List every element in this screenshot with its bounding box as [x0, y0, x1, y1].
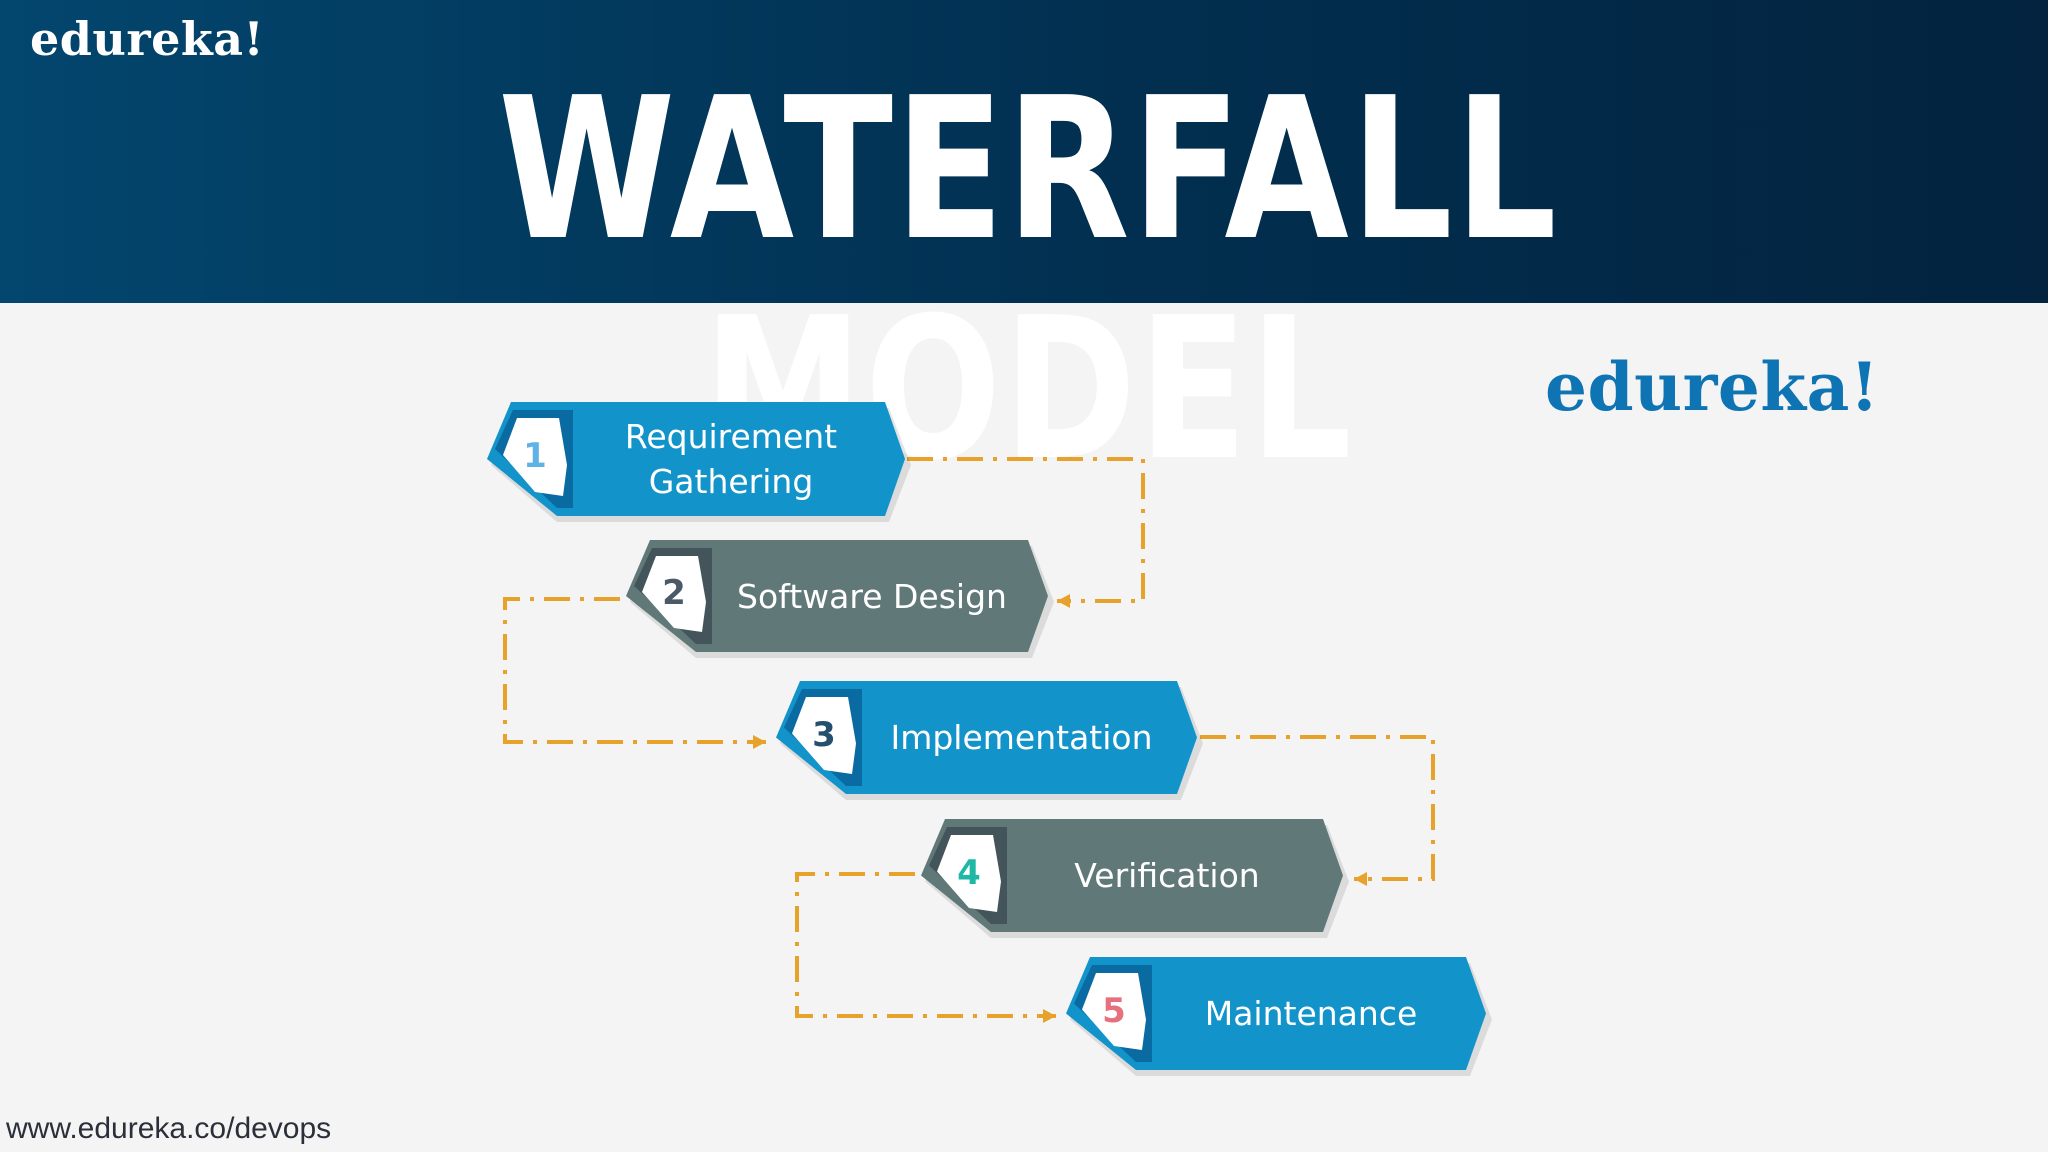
step-2-box	[626, 540, 1048, 652]
step-3-badge	[792, 697, 856, 774]
step-5-label: Maintenance	[1204, 994, 1418, 1033]
connector-3-4-arrowhead	[1354, 872, 1367, 886]
step-5-number: 5	[1102, 990, 1126, 1031]
connector-4-5	[795, 872, 1056, 1018]
connector-2-3	[503, 597, 766, 744]
step-4-label: Verification	[1074, 856, 1260, 895]
brand-logo-header: edureka!	[30, 12, 265, 66]
connector-2-3-arrowhead	[753, 735, 766, 749]
title-banner: edureka! WATERFALL MODEL	[0, 0, 2048, 500]
footer-url: www.edureka.co/devops	[6, 1112, 332, 1145]
step-1-number: 1	[523, 436, 547, 476]
step-5-badge	[1082, 973, 1146, 1050]
step-1-label: Requirement Gathering	[624, 417, 838, 501]
step-5-box	[1066, 957, 1486, 1070]
connector-1-2-arrowhead	[1057, 594, 1070, 608]
step-3-label: Implementation	[890, 718, 1153, 757]
connector-1-2	[907, 457, 1145, 603]
step-3-box	[776, 681, 1197, 794]
step-2-badge	[642, 556, 706, 632]
step-1-badge	[503, 418, 567, 496]
step-2-number: 2	[662, 573, 686, 613]
step-4-number: 4	[957, 852, 981, 893]
step-4-box	[921, 819, 1343, 932]
brand-logo: edureka!	[1545, 348, 1880, 426]
step-2-label: Software Design	[737, 576, 1007, 616]
step-3-number: 3	[812, 714, 836, 755]
step-4-badge	[937, 835, 1001, 912]
step-1-box	[487, 402, 905, 516]
connector-4-5-arrowhead	[1043, 1009, 1056, 1023]
connector-3-4	[1200, 735, 1435, 881]
